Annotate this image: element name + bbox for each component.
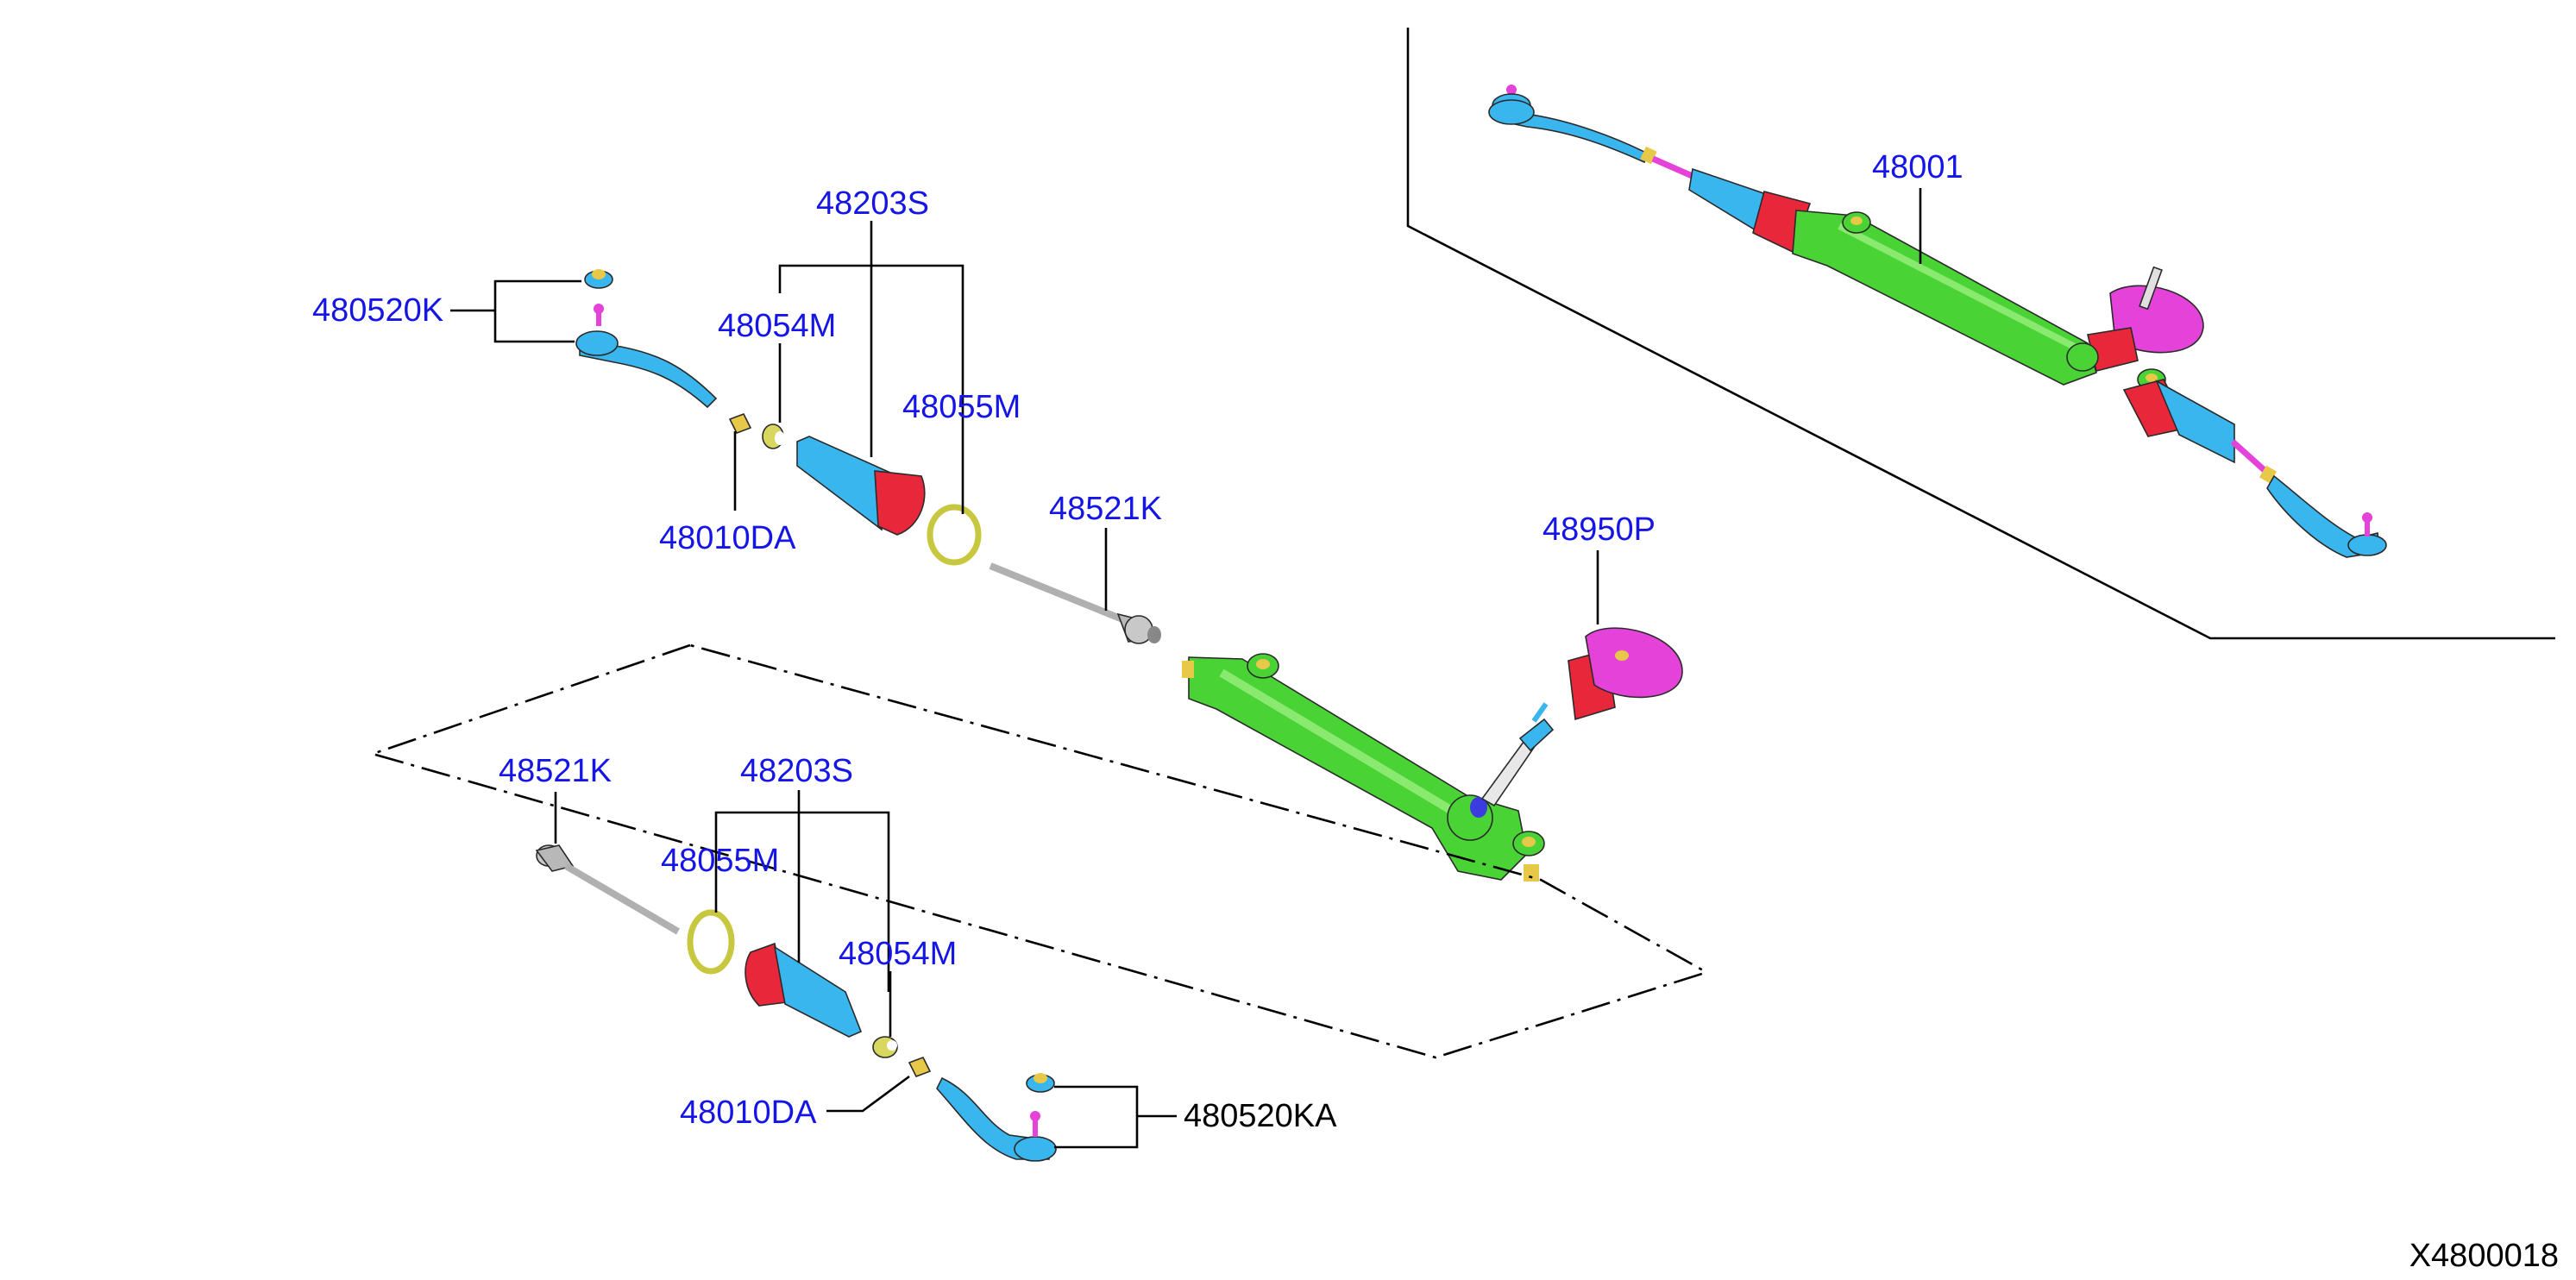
leader-tie-rod-end-left xyxy=(493,279,581,343)
rack-housing xyxy=(1188,656,1528,881)
label-tie-rod-end-left[interactable]: 480520K xyxy=(312,292,443,329)
boot-ring-top xyxy=(927,504,982,566)
label-inner-rod-bottom[interactable]: 48521K xyxy=(499,753,612,789)
right-side-parts-enclosure xyxy=(368,643,1706,1059)
label-tie-rod-end-right[interactable]: 480520KA xyxy=(1184,1098,1337,1134)
assembly-left-inner-rod xyxy=(1651,155,1698,181)
leader-tie-rod-end-right xyxy=(1054,1085,1139,1149)
label-clamp-top[interactable]: 48054M xyxy=(718,308,836,344)
pinion-cover-body xyxy=(1585,627,1683,699)
tie-rod-end-left xyxy=(579,341,718,409)
label-inner-rod-top[interactable]: 48521K xyxy=(1049,491,1162,527)
label-nut-bottom[interactable]: 48010DA xyxy=(680,1095,817,1131)
inset-frame-line xyxy=(1406,28,2555,640)
rack-housing-illustration xyxy=(1182,653,1555,882)
label-assembly[interactable]: 48001 xyxy=(1872,149,1963,185)
pinion-cover-illustration xyxy=(1568,627,1683,721)
inner-tie-rod-bottom xyxy=(563,863,681,935)
boot-ring-bottom xyxy=(687,909,735,975)
label-nut-top[interactable]: 48010DA xyxy=(659,520,796,556)
label-ring-top[interactable]: 48055M xyxy=(902,389,1021,425)
inner-tie-rod-top xyxy=(989,562,1128,624)
label-ring-bottom[interactable]: 48055M xyxy=(661,843,779,879)
upper-left-parts xyxy=(575,269,1161,644)
assembly-rack-housing xyxy=(1792,210,2097,386)
assembly-inset: 48001 xyxy=(1406,28,2555,640)
label-boot-top[interactable]: 48203S xyxy=(816,185,929,222)
assembly-right-inner-rod xyxy=(2230,439,2270,475)
label-clamp-bottom[interactable]: 48054M xyxy=(839,936,957,972)
leader-boot-bottom xyxy=(714,811,890,992)
assembly-pinion-cover xyxy=(2109,285,2204,354)
steering-gear-assembly-illustration xyxy=(1488,85,2387,558)
leader-nut-bottom xyxy=(826,1075,910,1113)
label-boot-bottom[interactable]: 48203S xyxy=(740,753,853,789)
adjusting-nut-top xyxy=(728,412,752,435)
lower-left-parts xyxy=(535,844,1057,1162)
label-pinion-cover[interactable]: 48950P xyxy=(1542,511,1656,548)
adjusting-nut-bottom xyxy=(908,1056,932,1078)
diagram-id: X4800018 xyxy=(2410,1238,2559,1274)
